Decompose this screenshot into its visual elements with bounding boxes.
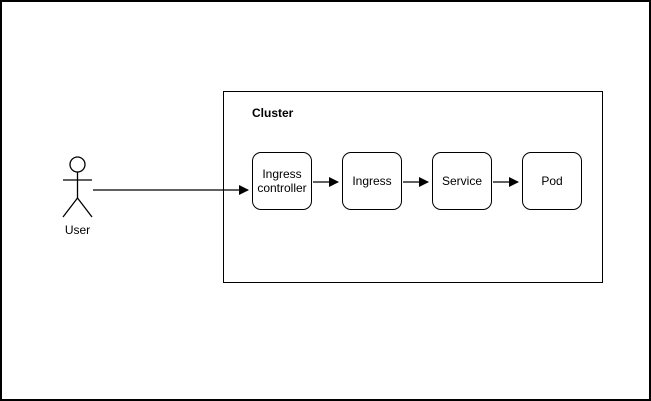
cluster-label: Cluster	[252, 106, 294, 120]
node-service-label: Service	[441, 173, 482, 188]
user-actor-icon	[62, 156, 93, 218]
node-ingress: Ingress	[342, 152, 402, 210]
node-ingress-controller: Ingress controller	[252, 152, 312, 210]
node-ingress-controller-label: Ingress controller	[257, 166, 307, 195]
node-pod: Pod	[522, 152, 582, 210]
node-ingress-label: Ingress	[352, 173, 392, 188]
user-actor-label: User	[64, 223, 91, 237]
node-service: Service	[432, 152, 492, 210]
node-pod-label: Pod	[541, 173, 563, 188]
